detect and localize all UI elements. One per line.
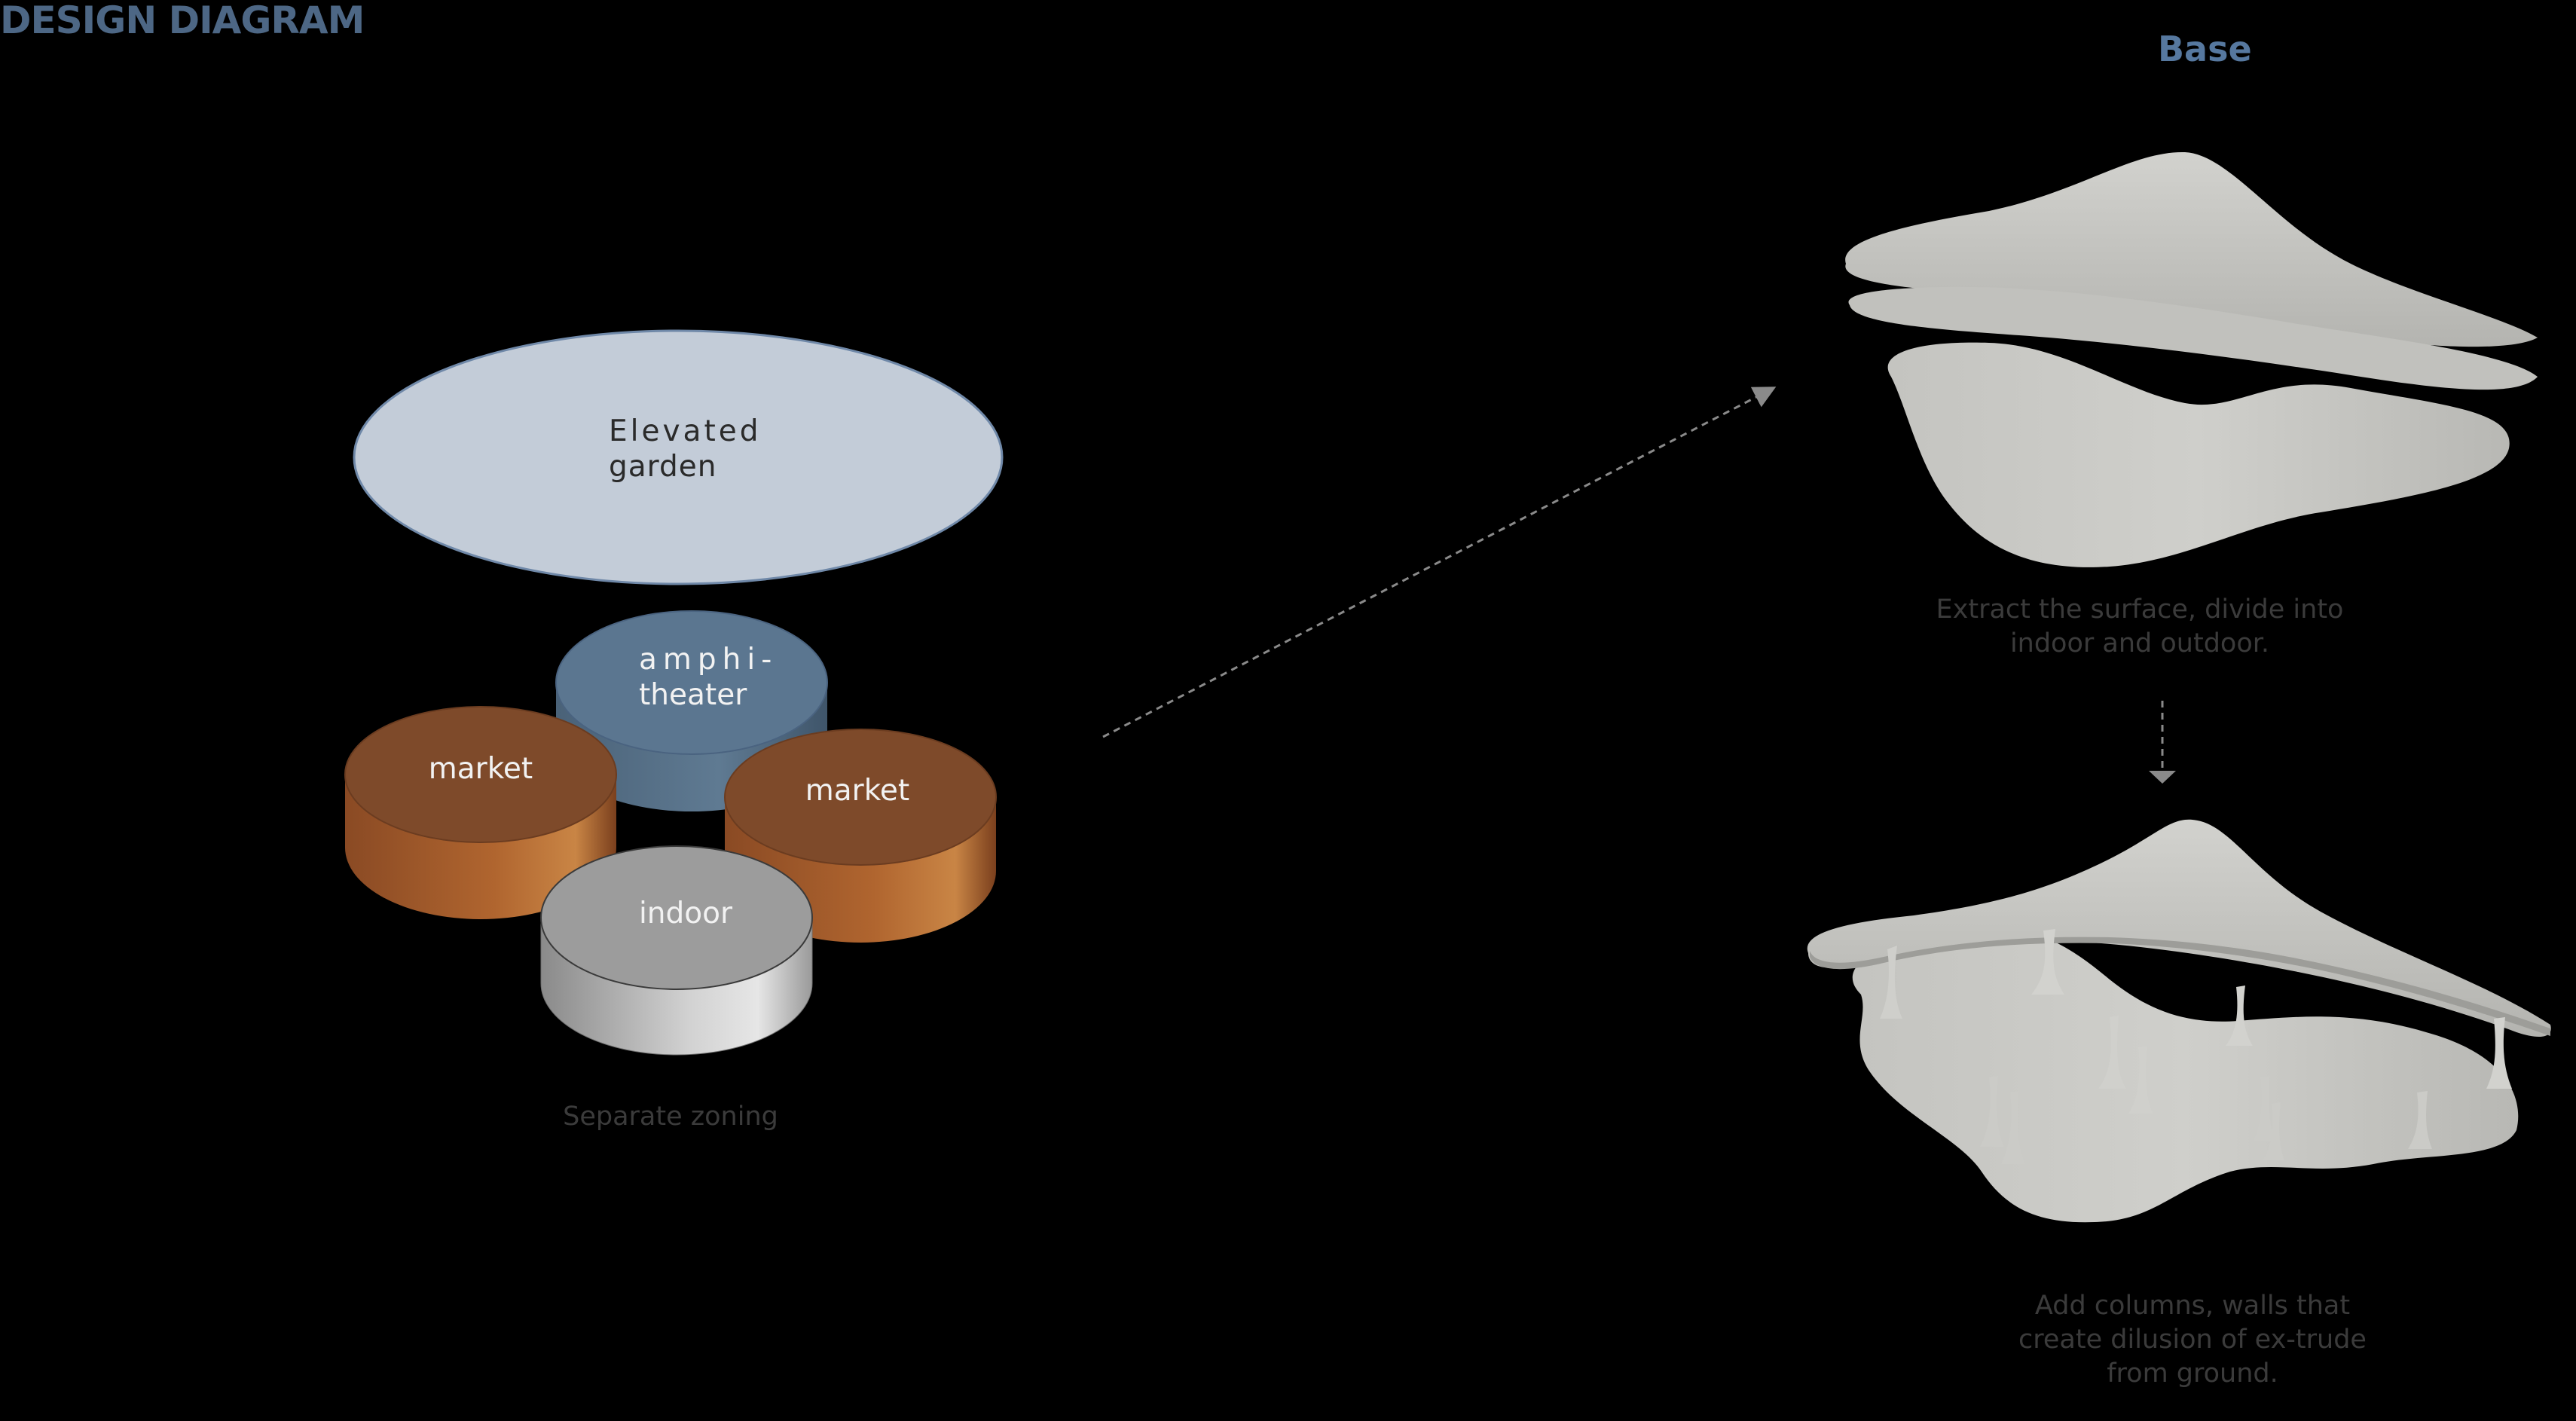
indoor-label: indoor	[639, 897, 733, 931]
elevated-garden-label-line1: Elevated	[609, 414, 762, 448]
column-7	[1980, 1076, 2004, 1147]
caption-separate-zoning: Separate zoning	[563, 1102, 778, 1132]
elevated-garden-label-line2: garden	[609, 450, 717, 484]
extracted-surface-model	[1845, 151, 2538, 567]
column-1	[1880, 946, 1902, 1019]
column-2	[2031, 929, 2064, 995]
column-11	[2408, 1091, 2432, 1149]
canopy-middle-surface	[1848, 286, 2538, 390]
market-left-zone: market	[344, 706, 617, 919]
canopy-top-surface	[1845, 151, 2538, 347]
column-6	[2128, 1046, 2153, 1114]
indoor-zone: indoor	[540, 845, 813, 1056]
caption-extract-surface: Extract the surface, divide into indoor …	[1936, 594, 2344, 659]
column-10	[2263, 1102, 2284, 1160]
amphitheater-zone: amphi- theater	[555, 610, 828, 811]
amphitheater-label-line2: theater	[639, 678, 747, 712]
column-canopy-edge	[1810, 937, 2550, 1036]
ground-surface	[1887, 342, 2510, 567]
market-left-label: market	[429, 752, 533, 786]
elevated-garden-zone: Elevated garden	[353, 329, 1004, 585]
transition-arrow	[1102, 387, 1777, 738]
page-title: DESIGN DIAGRAM	[0, 0, 365, 42]
vertical-arrow-head	[2149, 771, 2176, 784]
column-3	[2226, 986, 2253, 1046]
caption-add-columns: Add columns, walls that create dilusion …	[2018, 1291, 2367, 1389]
amphitheater-label-line1: amphi-	[639, 643, 778, 677]
market-right-label: market	[805, 774, 909, 808]
column-5	[2098, 1016, 2126, 1089]
column-9	[2253, 1076, 2275, 1141]
columns-surface-model	[1807, 819, 2551, 1223]
column-4	[2486, 1017, 2512, 1089]
column-8	[2001, 1091, 2025, 1164]
column-canopy-surface	[1807, 819, 2551, 1037]
base-section-title: Base	[2158, 29, 2252, 69]
